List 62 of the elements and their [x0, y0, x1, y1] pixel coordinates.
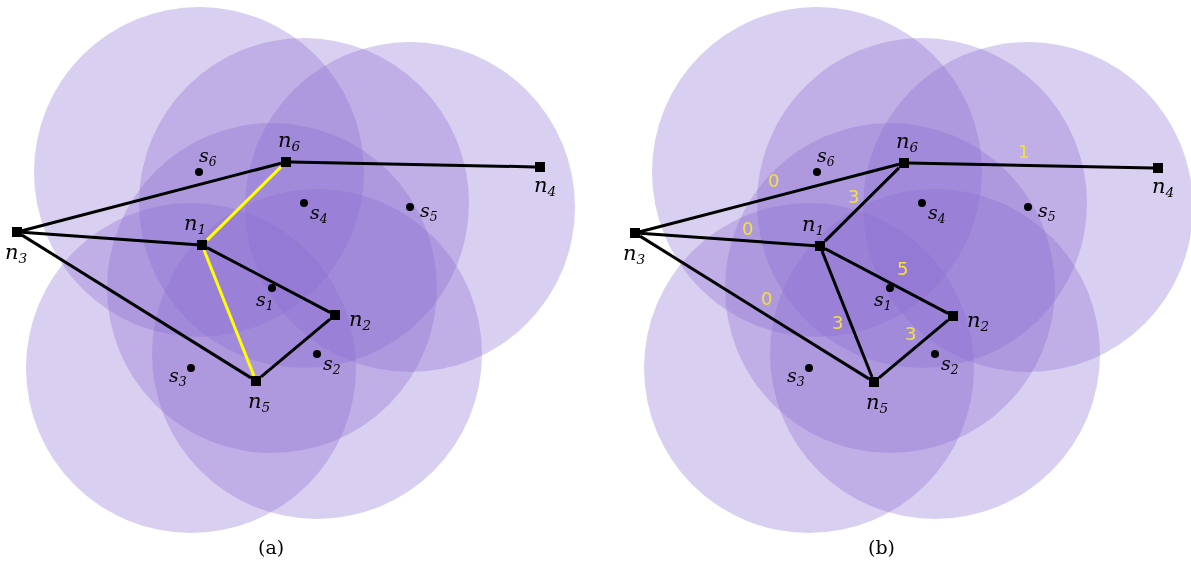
edge-label: 0 — [768, 172, 780, 190]
node-label: n$_{4}$ — [534, 175, 557, 199]
edge-line — [205, 165, 283, 242]
edge-label: 3 — [905, 325, 917, 343]
node-square — [1153, 163, 1163, 173]
edge-line — [202, 249, 256, 377]
edge-line — [908, 161, 1154, 170]
edge-line — [206, 246, 331, 314]
node-label: n$_{2}$ — [349, 309, 372, 333]
edge-label: 0 — [761, 290, 773, 308]
node-label: n$_{1}$ — [184, 213, 207, 237]
edge-label: 0 — [742, 220, 754, 238]
node-label: n$_{2}$ — [967, 310, 990, 334]
node-label: n$_{6}$ — [896, 131, 919, 155]
sensor-label: s$_{3}$ — [787, 366, 805, 389]
sensor-label: s$_{6}$ — [199, 146, 217, 169]
edge-line — [21, 161, 282, 233]
sensor-label: s$_{5}$ — [420, 201, 438, 224]
node-label: n$_{3}$ — [623, 243, 646, 267]
sensor-label: s$_{5}$ — [1038, 201, 1056, 224]
edge-line — [639, 162, 900, 234]
edge-line — [824, 247, 949, 315]
edge-line — [21, 230, 198, 247]
edge-label: 3 — [832, 314, 844, 332]
node-label: n$_{5}$ — [248, 391, 271, 415]
node-label: n$_{4}$ — [1152, 176, 1175, 200]
node-square — [12, 227, 22, 237]
edge-label: 1 — [1018, 143, 1030, 161]
edge-line — [639, 234, 870, 381]
node-square — [251, 376, 261, 386]
sensor-label: s$_{6}$ — [817, 146, 835, 169]
panel-caption: (b) — [868, 538, 895, 557]
node-square — [281, 157, 291, 167]
sensor-label: s$_{1}$ — [874, 290, 892, 313]
node-square — [869, 377, 879, 387]
edge-line — [878, 319, 949, 379]
node-label: n$_{1}$ — [802, 214, 825, 238]
node-label: n$_{6}$ — [278, 130, 301, 154]
node-square — [899, 158, 909, 168]
sensor-label: s$_{4}$ — [928, 203, 946, 226]
node-square — [330, 310, 340, 320]
sensor-label: s$_{2}$ — [323, 354, 341, 377]
edge-line — [290, 160, 536, 169]
node-square — [630, 228, 640, 238]
sensor-label: s$_{1}$ — [256, 290, 274, 313]
edge-line — [21, 233, 252, 380]
node-square — [197, 240, 207, 250]
node-square — [535, 162, 545, 172]
node-square — [948, 311, 958, 321]
panel-caption: (a) — [258, 538, 285, 557]
sensor-label: s$_{3}$ — [169, 366, 187, 389]
sensor-label: s$_{2}$ — [941, 354, 959, 377]
sensor-label: s$_{4}$ — [310, 203, 328, 226]
edge-line — [260, 318, 331, 378]
node-label: n$_{5}$ — [866, 392, 889, 416]
node-square — [815, 241, 825, 251]
edge-line — [823, 166, 901, 243]
edge-label: 3 — [848, 188, 860, 206]
node-label: n$_{3}$ — [5, 242, 28, 266]
edge-label: 5 — [897, 260, 909, 278]
edge-line — [639, 231, 816, 248]
edge-line — [820, 250, 874, 378]
